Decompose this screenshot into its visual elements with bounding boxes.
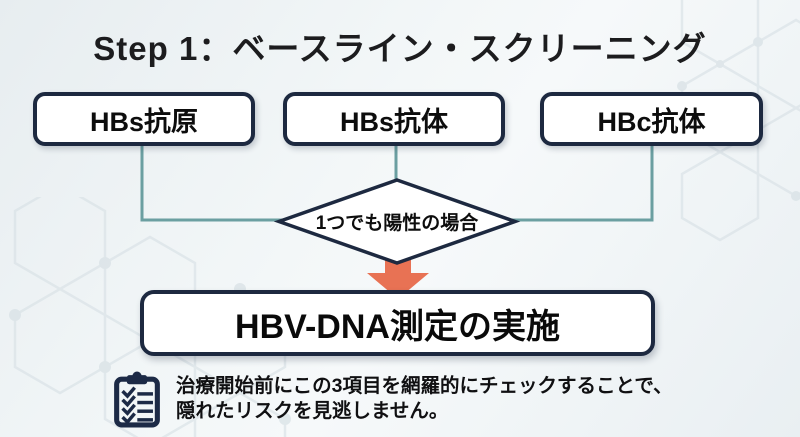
connector-right [511, 146, 654, 222]
clipboard-checklist-icon [114, 371, 160, 428]
test-box-label: HBs抗体 [339, 106, 448, 137]
result-box: HBV-DNA測定の実施 [140, 290, 655, 356]
connector-left [140, 146, 283, 222]
note: 治療開始前にこの3項目を網羅的にチェックすることで、 隠れたリスクを見逃しません… [112, 370, 673, 429]
result-box-label: HBV-DNA測定の実施 [235, 307, 560, 346]
test-box-hbc-antibody: HBc抗体 [540, 92, 763, 146]
test-box-hbs-antigen: HBs抗原 [33, 92, 255, 146]
test-box-label: HBs抗原 [89, 106, 198, 137]
note-text-line2: 隠れたリスクを見逃しません。 [176, 400, 449, 422]
note-text: 治療開始前にこの3項目を網羅的にチェックすることで、 隠れたリスクを見逃しません… [176, 370, 673, 424]
note-text-line1: 治療開始前にこの3項目を網羅的にチェックすることで、 [176, 375, 673, 397]
slide-title: Step 1：ベースライン・スクリーニング [93, 30, 707, 67]
decision-label: 1つでも陽性の場合 [315, 213, 479, 234]
test-box-hbs-antibody: HBs抗体 [283, 92, 505, 146]
test-box-label: HBc抗体 [597, 106, 706, 137]
